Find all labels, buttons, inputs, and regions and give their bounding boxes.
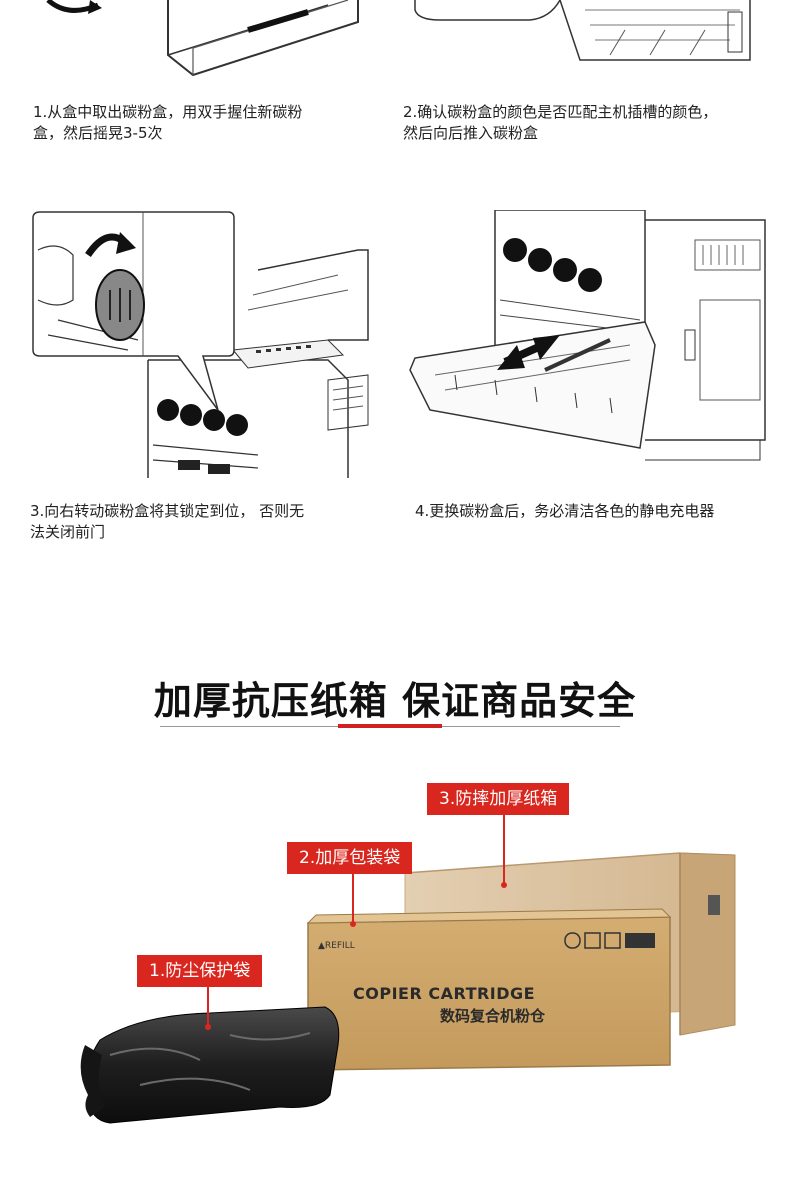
step-2-caption: 2.确认碳粉盒的颜色是否匹配主机插槽的颜色， 然后向后推入碳粉盒 xyxy=(403,102,783,144)
step-4-caption: 4.更换碳粉盒后，务必清洁各色的静电充电器 xyxy=(415,501,775,522)
step-3-caption: 3.向右转动碳粉盒将其锁定到位， 否则无 法关闭前门 xyxy=(30,501,375,543)
title-divider-accent xyxy=(338,724,442,728)
step-1-caption: 1.从盒中取出碳粉盒，用双手握住新碳粉 盒，然后摇晃3-5次 xyxy=(33,102,373,144)
leader-outer-box xyxy=(503,815,505,885)
section-title: 加厚抗压纸箱 保证商品安全 xyxy=(153,679,637,723)
packaging-illustration xyxy=(80,845,760,1135)
step-3-illustration xyxy=(28,210,373,480)
step-4-caption-line-1: 4.更换碳粉盒后，务必清洁各色的静电充电器 xyxy=(415,502,715,520)
step-1-caption-line-1: 1.从盒中取出碳粉盒，用双手握住新碳粉 xyxy=(33,103,303,121)
step-2-caption-line-2: 然后向后推入碳粉盒 xyxy=(403,124,539,142)
step-1-illustration xyxy=(28,0,368,88)
step-4-illustration xyxy=(405,210,770,480)
tag-outer-box: 3.防摔加厚纸箱 xyxy=(427,783,570,815)
leader-packing-bag xyxy=(352,874,354,924)
step-1-caption-line-2: 盒，然后摇晃3-5次 xyxy=(33,124,163,142)
step-2-illustration xyxy=(410,0,765,75)
tag-dust-bag: 1.防尘保护袋 xyxy=(137,955,263,987)
box-brand: ▲REFILL xyxy=(318,941,355,951)
box-brand-text: REFILL xyxy=(324,941,355,951)
box-text-cn: 数码复合机粉仓 xyxy=(440,1007,546,1025)
leader-dot-dust-bag xyxy=(205,1024,211,1030)
leader-dot-packing-bag xyxy=(350,921,356,927)
tag-packing-bag: 2.加厚包装袋 xyxy=(287,842,413,874)
leader-dust-bag xyxy=(207,987,209,1027)
brand-icon: ▲ xyxy=(318,941,325,951)
step-3-caption-line-1: 3.向右转动碳粉盒将其锁定到位， 否则无 xyxy=(30,502,305,520)
step-2-caption-line-1: 2.确认碳粉盒的颜色是否匹配主机插槽的颜色， xyxy=(403,103,718,121)
step-3-caption-line-2: 法关闭前门 xyxy=(30,523,106,541)
leader-dot-outer-box xyxy=(501,882,507,888)
box-text-en: COPIER CARTRIDGE xyxy=(353,984,536,1003)
